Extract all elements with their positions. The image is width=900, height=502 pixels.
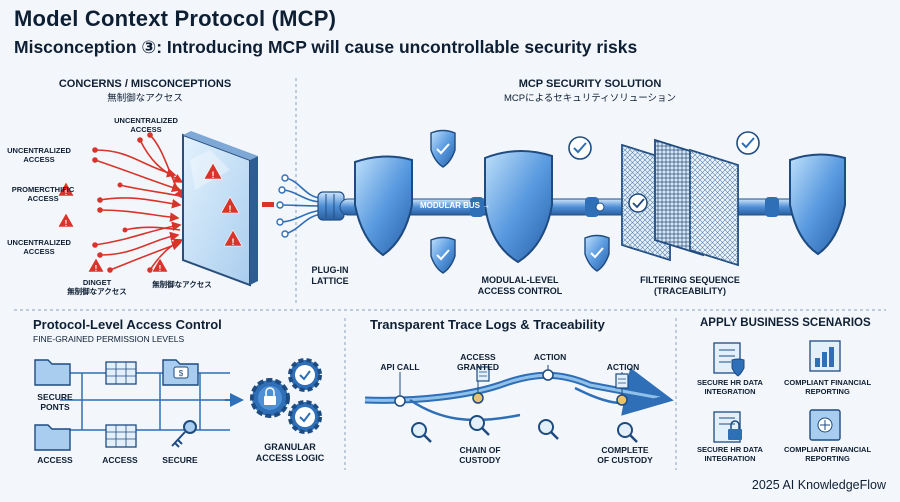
page-title: Model Context Protocol (MCP)	[14, 6, 337, 31]
key-icon	[171, 420, 197, 448]
label-uncentralized-top: UNCENTRALIZED ACCESS	[114, 116, 178, 134]
concerns-heading-jp: 無制御なアクセス	[107, 93, 183, 104]
shield-icon-2	[484, 149, 553, 264]
label-chain-of-custody: CHAIN OF CUSTODY	[459, 445, 501, 466]
label-access-1: ACCESS	[37, 455, 73, 465]
solution-heading: MCP SECURITY SOLUTION MCPによるセキュリティソリューショ…	[480, 78, 700, 104]
report-chart-icon	[809, 340, 841, 372]
document-icon	[476, 366, 629, 389]
label-uncentralized-left1: UNCENTRALIZED ACCESS	[7, 146, 71, 164]
finance-folder-icon: $	[162, 359, 199, 386]
label-secure: SECURE	[162, 455, 198, 465]
business-item-finance-2: COMPLIANT FINANCIAL REPORTING	[783, 445, 872, 463]
svg-text:!: !	[212, 170, 215, 180]
svg-text:!: !	[232, 237, 235, 247]
check-circle-icon	[568, 131, 760, 160]
svg-text:!: !	[65, 219, 68, 228]
modular-bus-label: MODULAR BUS →	[420, 201, 491, 210]
business-item-hr-2: SECURE HR DATA INTEGRATION	[697, 445, 763, 463]
label-action-1: ACTION	[533, 352, 567, 362]
protocol-subheading: FINE-GRAINED PERMISSION LEVELS	[33, 334, 185, 344]
label-action-2: ACTION	[606, 362, 640, 372]
label-secure-points: SECURE PONTS	[37, 392, 73, 413]
label-access-2: ACCESS	[102, 455, 138, 465]
business-item-hr-1: SECURE HR DATA INTEGRATION	[697, 378, 763, 396]
svg-text:!: !	[229, 204, 232, 214]
granular-access-label: GRANULAR ACCESS LOGIC	[255, 442, 325, 464]
trace-heading: Transparent Trace Logs & Traceability	[370, 317, 605, 332]
safe-icon	[809, 409, 841, 441]
filtering-sequence-label: FILTERING SEQUENCE (TRACEABILITY)	[640, 275, 740, 297]
red-access-lines	[94, 134, 184, 271]
shield-icon-1	[354, 155, 413, 257]
svg-text:!: !	[65, 188, 68, 197]
label-uncentralized-left3: UNCENTRALIZED ACCESS	[7, 238, 71, 256]
footer-credit: 2025 AI KnowledgeFlow	[751, 478, 886, 492]
modular-access-label: MODULAL-LEVEL ACCESS CONTROL	[477, 275, 563, 297]
plugin-lattice-label: PLUG-IN LATTICE	[311, 265, 349, 287]
solution-heading-jp: MCPによるセキュリティソリューション	[503, 93, 677, 104]
svg-text:!: !	[95, 264, 98, 273]
label-dinget: DINGET 無制御なアクセス	[67, 278, 127, 296]
shield-icon-3	[789, 153, 846, 256]
trace-node	[394, 369, 628, 407]
table-icon	[105, 361, 137, 448]
svg-text:$: $	[179, 369, 184, 378]
business-heading: APPLY BUSINESS SCENARIOS	[700, 317, 871, 329]
label-api-call: API CALL	[380, 362, 420, 372]
business-item-finance-1: COMPLIANT FINANCIAL REPORTING	[783, 378, 872, 396]
label-access-granted: ACCESS GRANTED	[456, 352, 500, 373]
locked-document-icon	[713, 411, 742, 443]
magnifier-icon	[411, 415, 633, 438]
page-subtitle: Misconception ③: Introducing MCP will ca…	[14, 37, 638, 57]
warning-icon-group	[57, 181, 169, 273]
label-promercthific: PROMERCTHIFIC ACCESS	[11, 185, 75, 203]
solution-heading-text: MCP SECURITY SOLUTION	[518, 78, 662, 90]
concerns-heading-text: CONCERNS / MISCONCEPTIONS	[58, 78, 232, 90]
gear-icon	[250, 358, 322, 434]
warning-icon-panel	[203, 162, 243, 247]
glass-panel	[182, 131, 258, 287]
protocol-heading: Protocol-Level Access Control	[33, 317, 222, 332]
label-uncontrolled: 無制御なアクセス	[152, 280, 212, 289]
label-complete-custody: COMPLETE OF CUSTODY	[597, 445, 653, 466]
folder-icon	[34, 359, 71, 451]
concerns-heading: CONCERNS / MISCONCEPTIONS 無制御なアクセス	[40, 78, 250, 104]
svg-text:!: !	[159, 264, 162, 273]
hr-document-icon	[713, 342, 745, 377]
